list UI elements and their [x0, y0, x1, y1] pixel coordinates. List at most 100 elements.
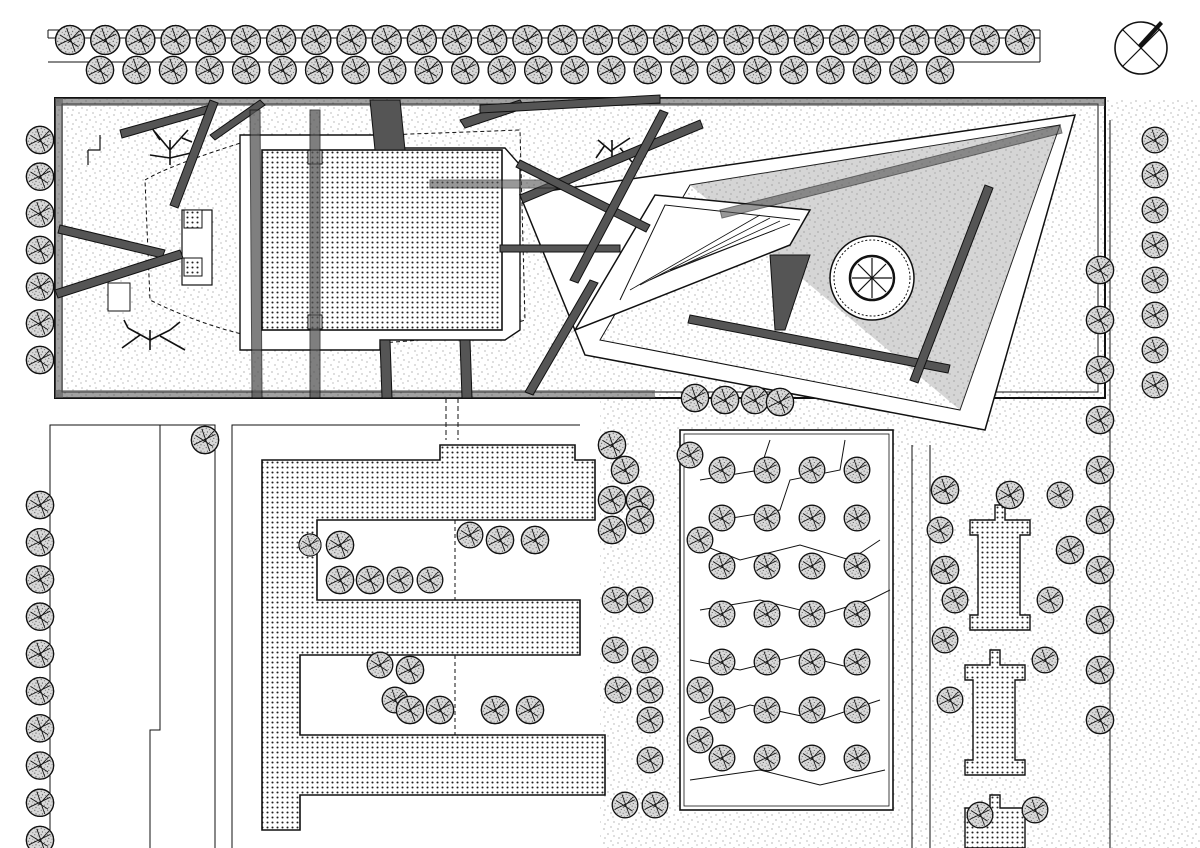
tree-canopy-icon — [765, 387, 795, 417]
tree-canopy-icon — [610, 455, 640, 485]
round-pavilion — [829, 235, 915, 321]
tree-canopy-icon — [25, 751, 55, 780]
tree-canopy-icon — [1085, 705, 1115, 735]
tree-canopy-icon — [625, 505, 655, 535]
tree-canopy-icon — [816, 55, 845, 85]
tree-canopy-icon — [676, 441, 704, 469]
tree-canopy-icon — [25, 788, 55, 818]
tree-canopy-icon — [601, 636, 629, 664]
tree-canopy-icon — [753, 600, 781, 628]
tree-canopy-icon — [798, 504, 826, 532]
tree-canopy-icon — [653, 24, 684, 56]
tree-canopy-icon — [597, 515, 627, 545]
tree-canopy-icon — [936, 686, 964, 714]
tree-canopy-icon — [160, 24, 191, 56]
tree-canopy-icon — [601, 586, 629, 614]
tree-canopy-icon — [25, 490, 55, 520]
tree-canopy-icon — [1141, 126, 1169, 154]
tree-canopy-icon — [25, 235, 55, 265]
tree-canopy-icon — [723, 24, 754, 56]
tree-canopy-icon — [753, 696, 781, 724]
tree-canopy-icon — [708, 456, 736, 484]
tree-canopy-icon — [631, 646, 659, 674]
tree-canopy-icon — [231, 55, 261, 85]
tree-canopy-icon — [798, 696, 826, 724]
east-buildings — [964, 504, 1031, 848]
tree-canopy-icon — [450, 55, 480, 85]
tree-canopy-icon — [966, 801, 994, 829]
tree-canopy-icon — [25, 309, 55, 338]
tree-canopy-icon — [366, 651, 394, 679]
tree-canopy-icon — [969, 24, 1000, 56]
tree-canopy-icon — [743, 55, 772, 85]
slashing-lines — [54, 94, 1063, 399]
tree-canopy-icon — [680, 383, 710, 413]
tree-canopy-icon — [512, 24, 543, 56]
tree-canopy-icon — [477, 24, 508, 56]
tree-canopy-icon — [670, 55, 699, 85]
tree-canopy-icon — [706, 55, 736, 85]
tree-canopy-icon — [1141, 231, 1169, 259]
tree-canopy-icon — [597, 55, 626, 85]
tree-canopy-icon — [930, 475, 960, 505]
tree-canopy-icon — [547, 24, 578, 56]
tree-canopy-icon — [843, 456, 871, 484]
garden-tree-2 — [595, 137, 633, 165]
tree-canopy-icon — [828, 24, 860, 56]
west-block-outline — [49, 424, 580, 848]
tree-canopy-icon — [25, 345, 55, 375]
tree-canopy-icon — [1085, 255, 1115, 285]
tree-canopy-icon — [1021, 796, 1049, 824]
tree-canopy-icon — [708, 552, 736, 580]
tree-canopy-icon — [395, 695, 425, 725]
tree-canopy-icon — [25, 162, 55, 191]
tree-canopy-icon — [265, 24, 297, 56]
garden-tree-3 — [121, 319, 186, 351]
tree-canopy-icon — [25, 199, 55, 228]
tree-canopy-icon — [798, 552, 826, 580]
tree-canopy-icon — [25, 272, 55, 301]
tree-canopy-icon — [355, 565, 385, 595]
tree-canopy-icon — [25, 676, 55, 706]
tree-canopy-icon — [925, 55, 955, 85]
tree-canopy-icon — [25, 565, 55, 594]
tree-canopy-icon — [524, 55, 553, 85]
tree-canopy-icon — [520, 525, 550, 555]
tree-canopy-icon — [25, 527, 55, 557]
tree-canopy-icon — [753, 744, 781, 772]
tree-canopy-icon — [195, 24, 226, 56]
tree-canopy-icon — [926, 516, 954, 544]
tree-canopy-icon — [90, 24, 121, 56]
tree-canopy-icon — [597, 485, 627, 515]
tree-canopy-icon — [843, 600, 871, 628]
tree-canopy-icon — [485, 525, 515, 555]
tree-canopy-icon — [1141, 336, 1169, 364]
tree-canopy-icon — [1055, 535, 1085, 565]
tree-canopy-icon — [582, 24, 613, 56]
tree-canopy-icon — [1004, 24, 1036, 56]
tree-canopy-icon — [843, 504, 871, 532]
tree-canopy-icon — [480, 695, 510, 725]
tree-canopy-icon — [740, 385, 770, 415]
tree-canopy-icon — [753, 456, 781, 484]
tree-canopy-icon — [414, 55, 443, 85]
tree-canopy-icon — [793, 24, 825, 56]
tree-canopy-icon — [636, 746, 664, 774]
tree-canopy-icon — [688, 24, 719, 56]
tree-canopy-icon — [25, 825, 55, 848]
tree-canopy-icon — [636, 676, 664, 704]
tree-canopy-icon — [425, 695, 455, 725]
tree-canopy-icon — [456, 521, 484, 549]
tree-canopy-icon — [931, 626, 959, 654]
tree-canopy-icon — [25, 125, 55, 155]
tree-canopy-icon — [843, 744, 871, 772]
tree-canopy-icon — [604, 676, 632, 704]
tree-canopy-icon — [852, 55, 882, 85]
tree-canopy-icon — [1085, 555, 1115, 585]
tree-canopy-icon — [1046, 481, 1074, 509]
tree-canopy-icon — [1085, 305, 1115, 335]
tree-canopy-icon — [686, 676, 714, 704]
tree-canopy-icon — [441, 24, 473, 56]
tree-canopy-icon — [798, 744, 826, 772]
tree-canopy-icon — [798, 600, 826, 628]
